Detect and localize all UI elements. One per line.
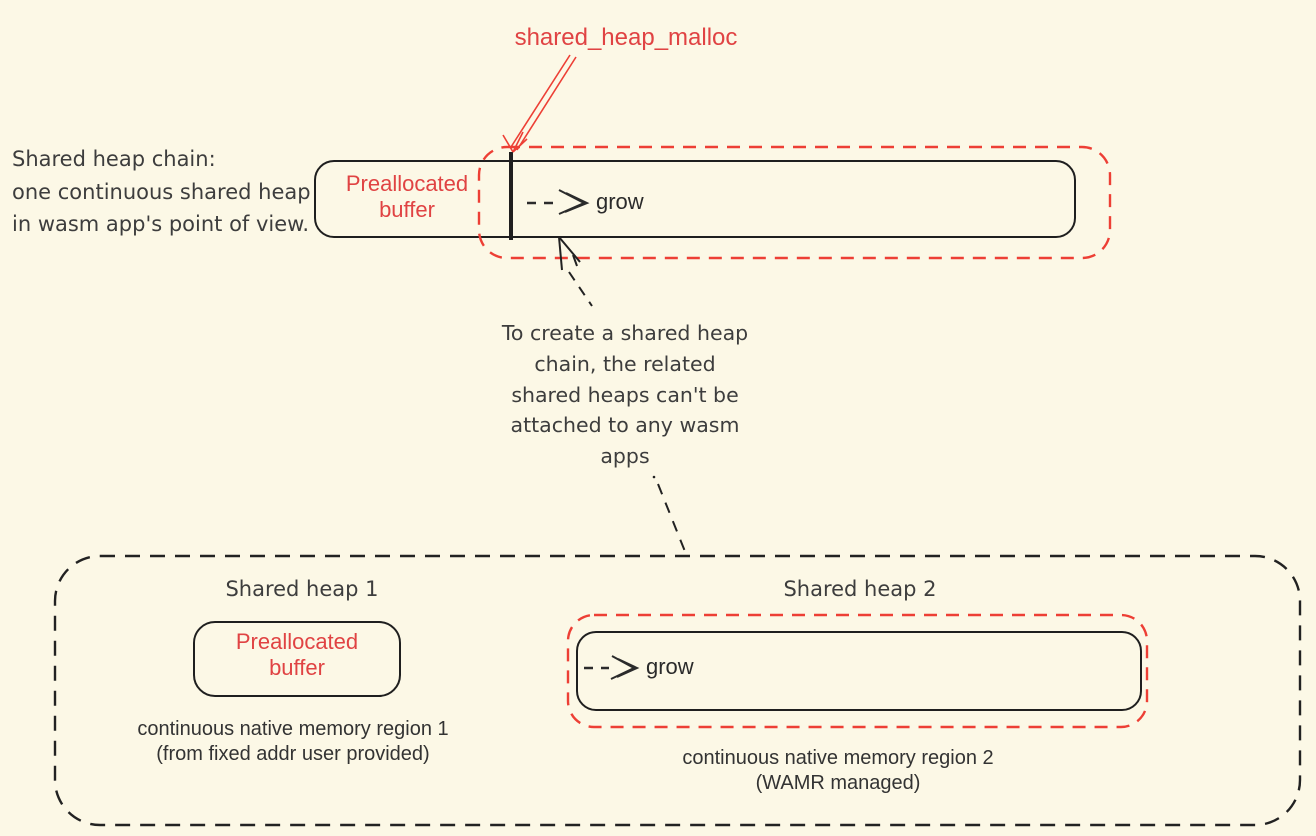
malloc-label: shared_heap_malloc (514, 24, 738, 51)
constraint-note-line3: shared heaps can't be (511, 382, 739, 407)
heap-chain-note-line1: Shared heap chain: (12, 147, 216, 171)
heap-chain-note: Shared heap chain: one continuous shared… (12, 143, 311, 241)
heap1-caption: continuous native memory region 1 (from … (113, 717, 473, 767)
heap2-caption: continuous native memory region 2 (WAMR … (658, 746, 1018, 795)
constraint-note-line5: apps (600, 444, 650, 469)
heap-chain-note-line2: one continuous shared heap (12, 179, 311, 204)
shared-heap1-title: Shared heap 1 (225, 577, 379, 601)
constraint-note-line2: chain, the related (534, 351, 716, 376)
malloc-arrow-icon (502, 54, 577, 153)
preallocated-buffer-label-chain: Preallocated buffer (345, 171, 469, 222)
connector-dot (652, 475, 656, 479)
grow-label-heap2: grow (646, 654, 694, 679)
heap2-caption-line1: continuous native memory region 2 (682, 747, 994, 769)
native-memory-group-outline (53, 554, 1302, 827)
shared-heap2-title: Shared heap 2 (783, 577, 937, 601)
shared-heap1-rect (193, 621, 401, 697)
heap-chain-note-line3: in wasm app's point of view. (12, 212, 310, 236)
heap2-caption-line2: (WAMR managed) (755, 771, 921, 794)
grow-arrow-icon-heap2 (584, 655, 640, 680)
grow-arrow-icon-chain (527, 189, 590, 215)
heap1-caption-line1: continuous native memory region 1 (137, 718, 449, 740)
preallocated-buffer-label-heap1: Preallocated buffer (235, 629, 359, 680)
shared-heap-chain-constraint-note: To create a shared heap chain, the relat… (455, 318, 795, 472)
constraint-note-line4: attached to any wasm (510, 413, 740, 438)
connector-line-bottom (657, 483, 687, 555)
heap1-caption-line2: (from fixed addr user provided) (156, 743, 430, 765)
connector-line-top (568, 271, 593, 307)
grow-label-chain: grow (596, 189, 644, 214)
shared-heap2-rect (576, 631, 1142, 711)
heap-chain-rect (314, 160, 1076, 238)
red-dashed-region-chain (477, 145, 1112, 260)
constraint-note-line1: To create a shared heap (501, 321, 749, 345)
red-dashed-region-heap2 (566, 613, 1149, 729)
pointer-arrow-icon (558, 236, 581, 271)
heap-divider-line (509, 152, 513, 240)
